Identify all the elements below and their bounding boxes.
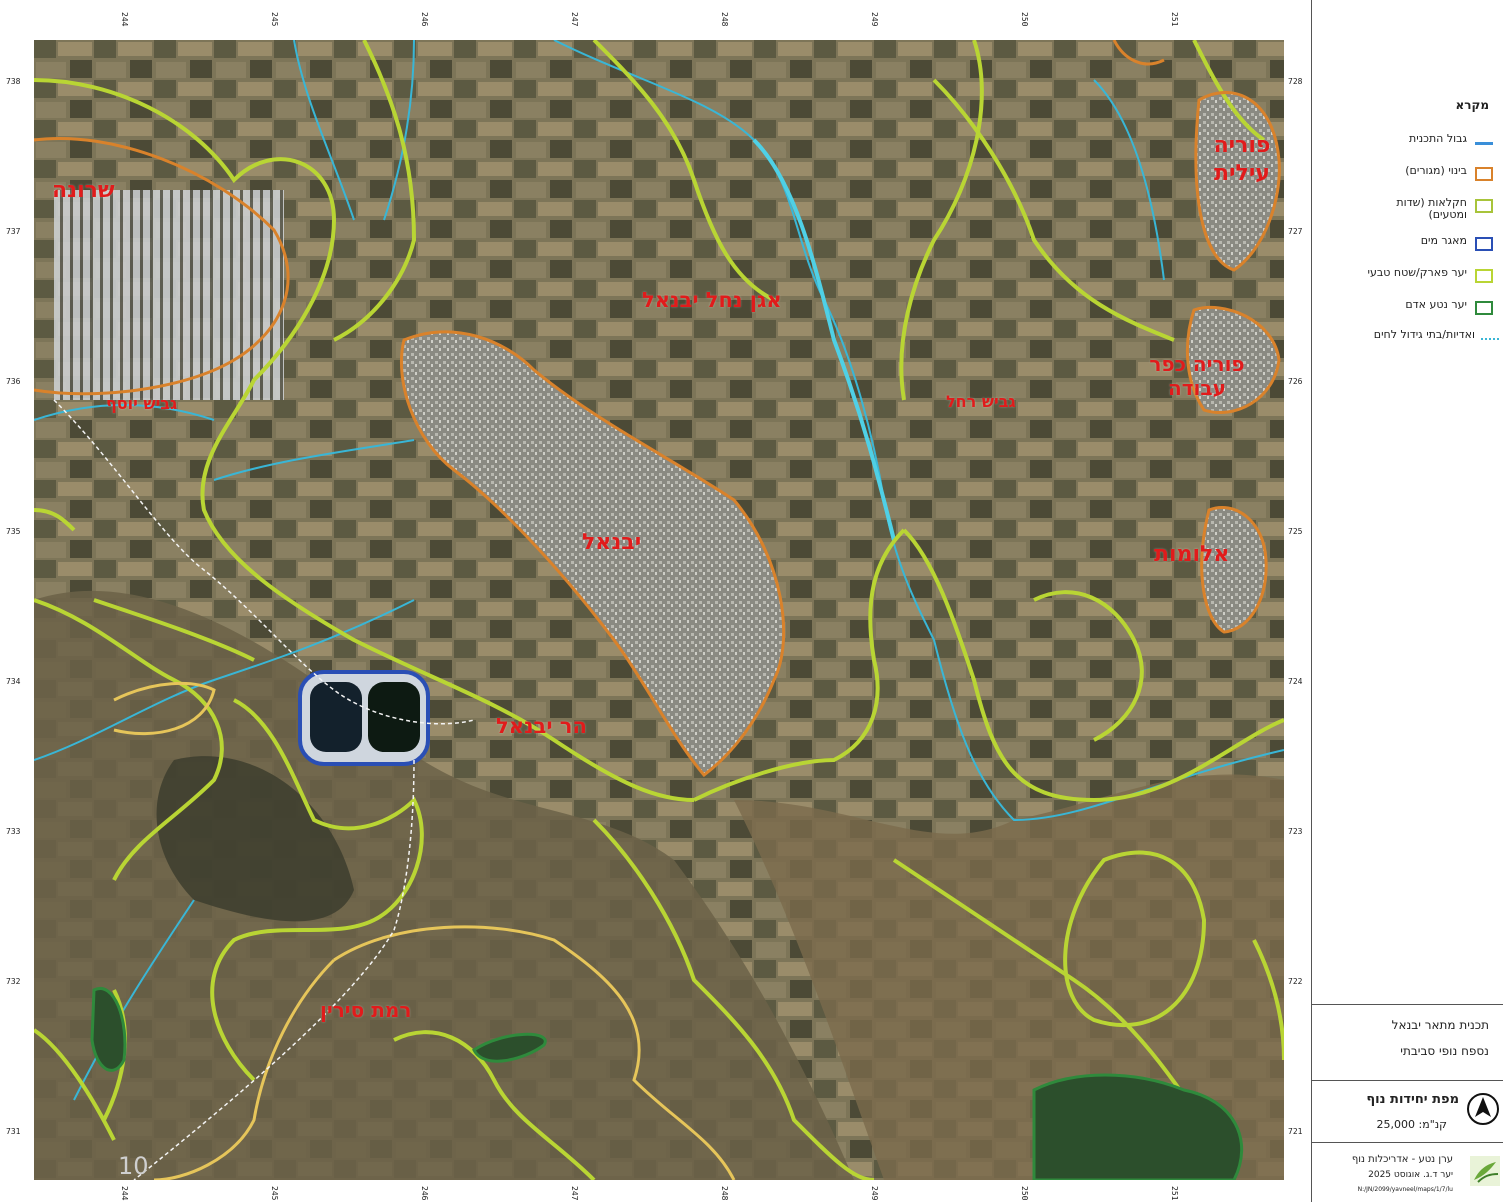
coord-left: 733: [6, 827, 21, 836]
greenhouses: [54, 190, 284, 400]
title-block-divider: [1312, 1142, 1503, 1143]
map-scale: קנ"מ: 25,000: [1376, 1118, 1447, 1131]
swatch-box: [1475, 269, 1493, 283]
poria-kfar-avoda-village: [1187, 307, 1279, 413]
title-block-divider: [1312, 1080, 1503, 1081]
map-area: שרונה פוריה עילית אגן נחל יבנאל פוריה כפ…: [6, 0, 1312, 1202]
coord-top: 251: [1170, 12, 1179, 27]
legend-label: מאגר מים: [1420, 234, 1467, 247]
coord-left: 737: [6, 227, 21, 236]
label-har-yavneel: הר יבנאל: [496, 714, 587, 738]
legend-item-wadi: ואדיות/בתי גידול לחים: [1312, 328, 1503, 350]
legend-label: ואדיות/בתי גידול לחים: [1373, 328, 1475, 341]
legend-panel: מקרא גבול התכנית בינוי (מגורים) חקלאות (…: [1312, 0, 1503, 1202]
nahal-yavneel-stream: [752, 138, 896, 541]
label-givat-yosef: גביש יוסף: [106, 394, 178, 413]
coord-right: 727: [1288, 227, 1303, 236]
coord-bottom: 251: [1170, 1186, 1179, 1201]
coord-top: 249: [870, 12, 879, 27]
map-title: מפת יחידות נוף: [1366, 1092, 1459, 1107]
coord-bottom: 244: [120, 1186, 129, 1201]
swatch-box: [1475, 167, 1493, 181]
coord-top: 244: [120, 12, 129, 27]
credit-path: N:/JN/2099/yavneel/maps/1/7/lu: [1357, 1186, 1453, 1193]
page-number: 10: [118, 1152, 149, 1180]
coord-bottom: 247: [570, 1186, 579, 1201]
map-canvas: [34, 40, 1284, 1180]
coord-top: 246: [420, 12, 429, 27]
legend-item-agriculture: חקלאות (שדות ומטעים): [1312, 196, 1503, 226]
legend-item-reservoir: מאגר מים: [1312, 234, 1503, 256]
legend-title: מקרא: [1455, 98, 1489, 112]
label-ramat-sirin: רמת סירין: [320, 998, 412, 1022]
label-poria-illit: פוריה עילית: [1213, 133, 1271, 186]
coord-top: 245: [270, 12, 279, 27]
coord-right: 722: [1288, 977, 1303, 986]
legend-item-plan-boundary: גבול התכנית: [1312, 132, 1503, 154]
label-yavneel: יבנאל: [582, 530, 642, 555]
coord-top: 248: [720, 12, 729, 27]
secondary-boundaries: [113, 682, 736, 1180]
plan-name: תכנית מתאר יבנאל: [1391, 1018, 1489, 1032]
legend-item-planted-forest: יער נטע אדם: [1312, 298, 1503, 320]
yavneel-town: [401, 331, 784, 775]
swatch-line: [1475, 142, 1493, 145]
north-arrow-icon: [1467, 1093, 1499, 1125]
coord-top: 247: [570, 12, 579, 27]
title-block-divider: [1312, 1004, 1503, 1005]
swatch-box: [1475, 301, 1493, 315]
natural-area-boundaries: [34, 40, 1284, 1180]
aerial-map[interactable]: שרונה פוריה עילית אגן נחל יבנאל פוריה כפ…: [34, 40, 1284, 1180]
swatch-dotted: [1481, 338, 1499, 340]
label-ogen-nahal-yavneel: אגן נחל יבנאל: [642, 288, 782, 312]
label-alumot: אלומות: [1154, 542, 1230, 567]
legend-label: יער נטע אדם: [1405, 298, 1467, 311]
coord-bottom: 249: [870, 1186, 879, 1201]
legend-label: גבול התכנית: [1409, 132, 1467, 145]
coord-left: 735: [6, 527, 21, 536]
coord-right: 726: [1288, 377, 1303, 386]
plan-subtitle: נספח נופי סביבתי: [1400, 1044, 1489, 1058]
legend-item-built: בינוי (מגורים): [1312, 164, 1503, 186]
coord-bottom: 250: [1020, 1186, 1029, 1201]
coord-left: 734: [6, 677, 21, 686]
coord-top: 250: [1020, 12, 1029, 27]
coord-right: 721: [1288, 1127, 1303, 1136]
coord-right: 723: [1288, 827, 1303, 836]
coord-right: 725: [1288, 527, 1303, 536]
dashed-road: [53, 399, 475, 1180]
water-reservoir: [298, 670, 430, 766]
swatch-box: [1475, 199, 1493, 213]
coord-bottom: 245: [270, 1186, 279, 1201]
coord-bottom: 246: [420, 1186, 429, 1201]
coord-left: 736: [6, 377, 21, 386]
credit-firm: ערן נטע - אדריכלות נוף: [1351, 1154, 1453, 1165]
coord-left: 738: [6, 77, 21, 86]
credit-date: יער ד.ג. אוגוסט 2025: [1368, 1170, 1453, 1180]
coord-right: 724: [1288, 677, 1303, 686]
coord-right: 728: [1288, 77, 1303, 86]
legend-label: בינוי (מגורים): [1405, 164, 1467, 177]
firm-logo-icon: [1470, 1156, 1500, 1186]
swatch-box: [1475, 237, 1493, 251]
coord-left: 731: [6, 1127, 21, 1136]
planted-forest: [90, 986, 1244, 1180]
legend-item-natural-forest: יער פארק/שטח טבעי: [1312, 266, 1503, 288]
hillside-terrain: [34, 590, 854, 1180]
legend-label: יער פארק/שטח טבעי: [1367, 266, 1467, 279]
label-givat-rachel: גביש רחל: [946, 392, 1016, 411]
label-shaarona: שרונה: [52, 178, 115, 203]
label-poria-kfar-avoda: פוריה כפר עבודה: [1149, 352, 1245, 400]
coord-left: 732: [6, 977, 21, 986]
coord-bottom: 248: [720, 1186, 729, 1201]
alumot-village: [1201, 507, 1267, 632]
built-area-boundaries: [34, 40, 1281, 778]
dark-grove: [156, 756, 354, 922]
legend-label: חקלאות (שדות ומטעים): [1396, 196, 1467, 221]
